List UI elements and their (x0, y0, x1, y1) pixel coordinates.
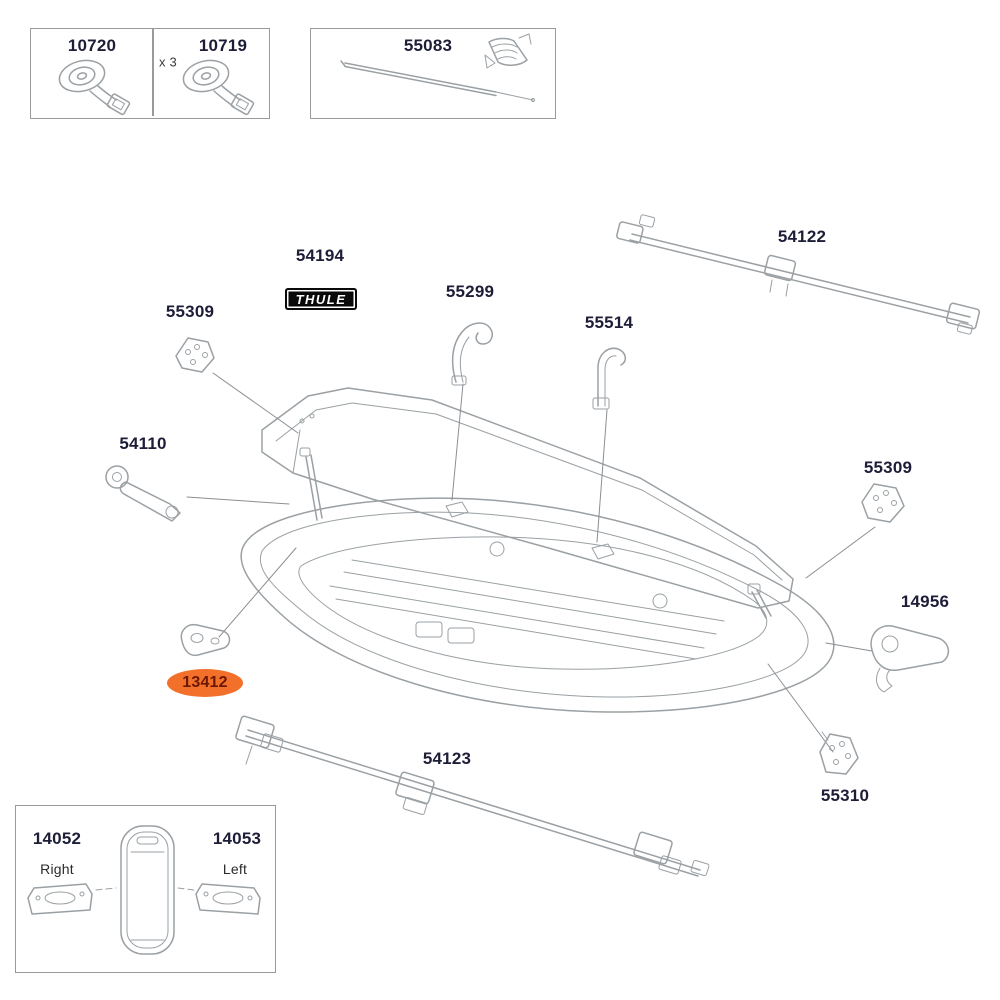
clamp-13412-drawing (180, 623, 231, 657)
part-label-54110[interactable]: 54110 (119, 434, 167, 453)
cover-drawing (120, 825, 175, 955)
part-label-54123[interactable]: 54123 (422, 749, 472, 768)
leader-lines (186, 372, 876, 753)
roof-box-drawing (240, 387, 835, 713)
hook-55299-drawing (451, 322, 493, 386)
rod-kit-box (310, 28, 556, 119)
part-label-55299[interactable]: 55299 (445, 282, 495, 301)
strap-box-divider (152, 29, 154, 116)
connector-dashes (95, 887, 195, 891)
hook-55514-drawing (592, 347, 626, 410)
load-bar-54122-drawing (616, 214, 981, 335)
bracket-55310-drawing (819, 731, 859, 775)
part-label-10719[interactable]: 10719 (198, 36, 248, 55)
part-label-55310[interactable]: 55310 (820, 786, 870, 805)
part-label-55309-left[interactable]: 55309 (165, 302, 215, 321)
thule-logo-text: THULE (295, 291, 347, 307)
handle-right-14052-drawing (27, 883, 93, 915)
part-label-14956[interactable]: 14956 (900, 592, 950, 611)
side-label-left: Left (222, 861, 248, 877)
part-label-54194[interactable]: 54194 (295, 246, 345, 265)
handle-left-14053-drawing (195, 883, 261, 915)
load-bar-54123-drawing (235, 715, 710, 877)
part-label-55083[interactable]: 55083 (403, 36, 453, 55)
part-label-14052[interactable]: 14052 (32, 829, 82, 848)
bracket-55309-left-drawing (175, 337, 215, 373)
tensioner-54110-drawing (105, 465, 181, 522)
part-label-13412: 13412 (182, 674, 228, 691)
handle-kit-box (15, 805, 276, 973)
part-label-55514[interactable]: 55514 (584, 313, 634, 332)
part-label-14053[interactable]: 14053 (212, 829, 262, 848)
highlighted-part-marker[interactable]: 13412 (167, 669, 243, 697)
part-label-55309-right[interactable]: 55309 (863, 458, 913, 477)
side-label-right: Right (40, 861, 74, 877)
thule-logo-badge: THULE (285, 288, 357, 310)
cone-part-55083-drawing (484, 33, 532, 69)
quantity-label: x 3 (159, 54, 177, 70)
latch-14956-drawing (870, 625, 950, 693)
bracket-55309-right-drawing (861, 483, 905, 523)
rod-55083-drawing (340, 60, 535, 102)
part-label-10720[interactable]: 10720 (67, 36, 117, 55)
strap-kit-box (30, 28, 270, 119)
part-label-54122[interactable]: 54122 (777, 227, 827, 246)
